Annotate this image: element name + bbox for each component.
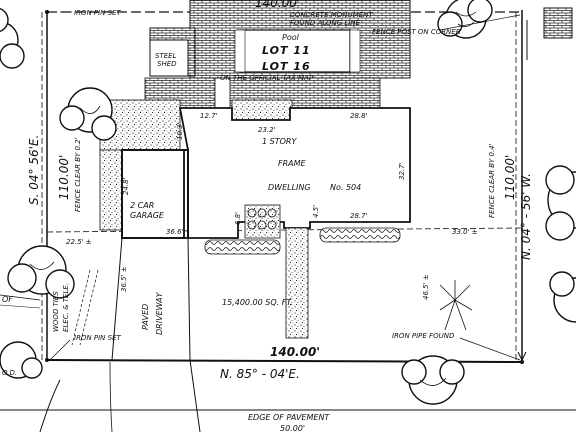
- dim-24-8: 24.8': [122, 177, 130, 195]
- garage: [121, 149, 189, 239]
- of-label: OF: [2, 295, 13, 304]
- dim-12-7: 12.7': [200, 112, 218, 120]
- story-label: 1 STORY: [262, 137, 297, 146]
- right-fence-label: FENCE CLEAR BY 0.4': [488, 143, 496, 218]
- left-bearing-label: S. 04° 56'E.: [27, 135, 41, 205]
- fence-post-label: FENCE POST ON CORNER: [372, 28, 461, 36]
- property-boundary: [41, 10, 528, 363]
- right-bearing-label: N. 04° - 56' W.: [519, 173, 533, 260]
- left-length-label: 110.00': [57, 155, 71, 200]
- dim-28-7: 28.7': [350, 212, 368, 220]
- edge-of-pavement-label: EDGE OF PAVEMENT: [248, 413, 330, 422]
- garage-label-1: 2 CAR: [130, 201, 154, 210]
- steel-shed-label-2: SHED: [157, 60, 177, 68]
- driveway: [111, 237, 191, 361]
- hedges: [204, 227, 401, 255]
- dwelling-label: DWELLING: [268, 183, 311, 192]
- tree-top-left: [0, 7, 25, 69]
- wood-ties-label: WOOD TIES: [52, 291, 60, 332]
- dim-23-2: 23.2': [258, 126, 276, 134]
- iron-pipe-found-label: IRON PIPE FOUND: [392, 332, 455, 340]
- lot-11-label: LOT 11: [262, 44, 311, 57]
- lot-16-label: LOT 16: [262, 60, 311, 73]
- elec-tele-label: ELEC. & TELE.: [62, 283, 70, 332]
- dim-46-5: 46.5' ±: [422, 274, 430, 300]
- concrete-monument-label: CONCRETE MONUMENT: [290, 11, 373, 19]
- pool-label: Pool: [282, 33, 300, 42]
- tree-bottom-left: [0, 341, 43, 379]
- paved-label: PAVED: [141, 304, 150, 330]
- left-fence-label: FENCE CLEAR BY 0.2': [74, 137, 82, 212]
- dim-33-0: 33.0' ±: [452, 228, 478, 236]
- top-dimension-label: 140.00: [255, 0, 297, 10]
- front-walk: [244, 204, 309, 339]
- dim-36-5: 36.5' ±: [120, 266, 128, 292]
- bottom-bearing-label: N. 85° - 04'E.: [220, 367, 300, 381]
- steel-shed-label-1: STEEL: [155, 52, 177, 60]
- road: [0, 294, 576, 432]
- pool-area: [144, 0, 411, 109]
- bottom-dimension-label: 140.00': [270, 345, 320, 359]
- dim-32-7: 32.7': [398, 162, 406, 180]
- dim-6-8: 6.8': [234, 212, 242, 225]
- dim-36-6: 36.6': [166, 228, 184, 236]
- iron-pins: [45, 10, 524, 364]
- driveway-label: DRIVEWAY: [155, 291, 164, 335]
- found-along-line-label: FOUND ALONG LINE: [290, 19, 361, 27]
- dimension-labels: 12.7' 23.2' 28.8' 10.3' 32.7' 24.8' 36.6…: [66, 112, 478, 300]
- tax-map-note: ON THE OFFICIAL TAX MAP: [220, 74, 314, 82]
- od-label: O.D.: [2, 369, 17, 377]
- garage-label-2: GARAGE: [130, 211, 165, 220]
- dim-4-5: 4.5': [312, 205, 320, 218]
- tree-left: [59, 87, 117, 141]
- tree-left-lower: [7, 245, 75, 299]
- dim-28-8: 28.8': [350, 112, 368, 120]
- road-width-label: 50.00': [280, 424, 305, 432]
- dim-10-3: 10.3': [176, 122, 184, 140]
- corner-box: [543, 7, 573, 39]
- tree-right: [545, 165, 576, 241]
- right-length-label: 110.00': [503, 155, 517, 200]
- frame-label: FRAME: [278, 159, 307, 168]
- tree-bottom-center: [401, 355, 465, 405]
- area-label: 15,400.00 SQ. FT.: [222, 298, 293, 307]
- dim-22-5: 22.5' ±: [66, 238, 92, 246]
- palm-sketch: [439, 280, 473, 331]
- house-number-label: No. 504: [330, 183, 361, 192]
- tree-top-right: [437, 0, 493, 39]
- trees: [0, 0, 576, 405]
- tree-right-lower: [549, 271, 576, 323]
- leaders: [49, 11, 521, 361]
- iron-pin-set-bottom-label: IRON PIN SET: [74, 334, 122, 342]
- iron-pin-set-top-label: IRON PIN SET: [74, 9, 122, 17]
